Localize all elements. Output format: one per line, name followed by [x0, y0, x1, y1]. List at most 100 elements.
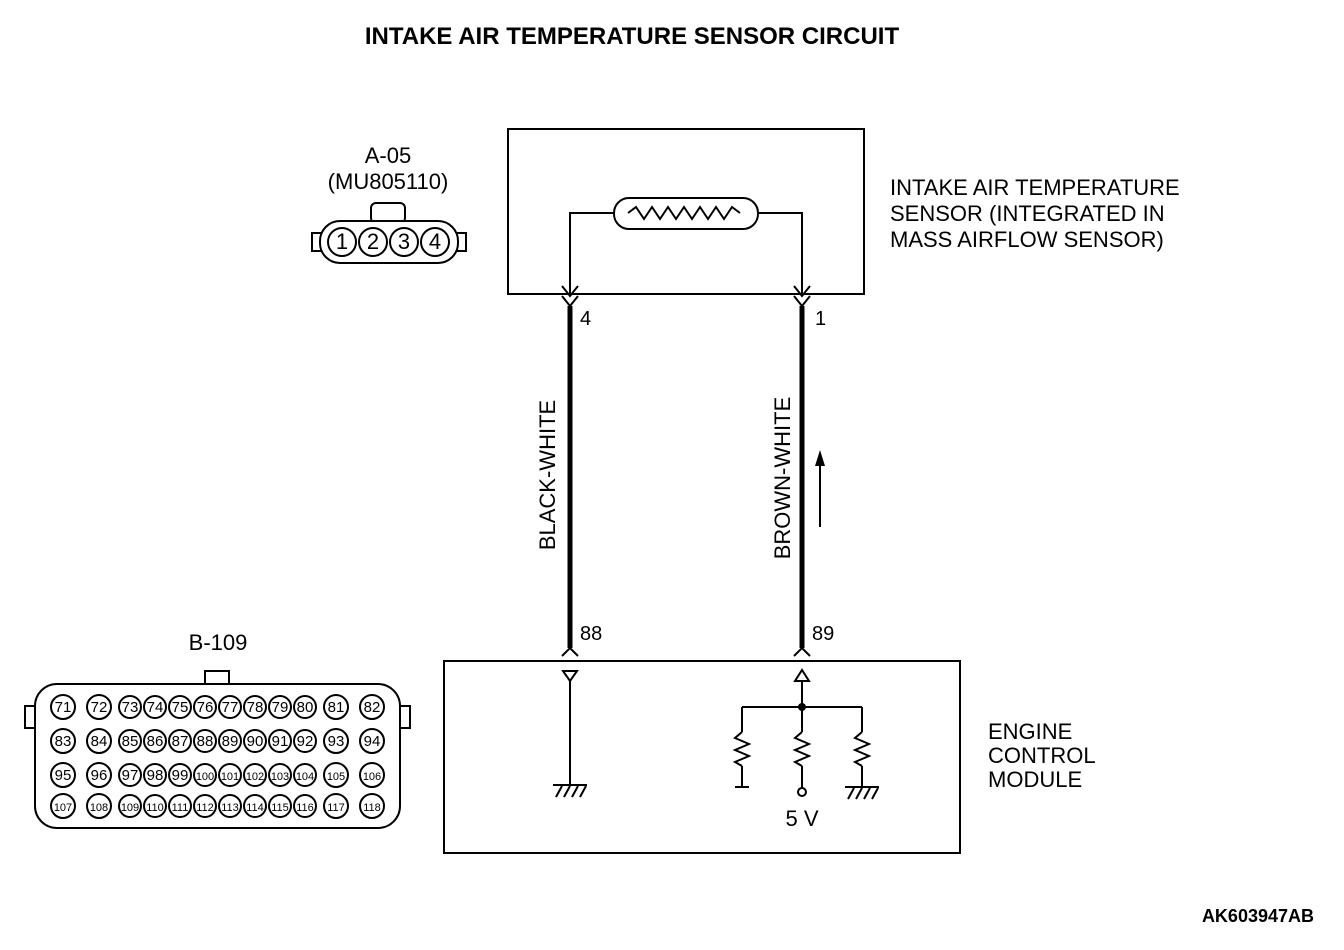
- b109-pin-label: 105: [327, 771, 345, 783]
- b109-pin-label: 76: [197, 699, 214, 716]
- b109-pin-circle: [359, 793, 385, 819]
- b109-pin-label: 115: [271, 802, 289, 814]
- a05-connector-part: (MU805110): [328, 169, 449, 194]
- ecm-pin-right: 89: [812, 623, 834, 645]
- b109-pin-circle: [143, 763, 167, 787]
- diagram-title: INTAKE AIR TEMPERATURE SENSOR CIRCUIT: [365, 23, 900, 50]
- b109-pin-label: 96: [91, 767, 108, 784]
- b109-pin-label: 110: [146, 802, 164, 814]
- b109-pin-circle: [268, 695, 292, 719]
- signal-direction-arrow-icon: [815, 450, 825, 527]
- b109-pin-circle: [359, 762, 385, 788]
- b109-pin-label: 74: [147, 699, 164, 716]
- ground-symbol-icon: [553, 784, 587, 798]
- b109-pin-label: 109: [121, 802, 139, 814]
- b109-pin-circle: [268, 763, 292, 787]
- b109-pin-label: 89: [222, 733, 239, 750]
- wire-label-left: BLACK-WHITE: [535, 400, 560, 550]
- b109-pin-label: 93: [328, 733, 345, 750]
- document-code: AK603947AB: [1202, 906, 1314, 926]
- a05-pin-circle: [358, 227, 388, 257]
- sensor-box: [507, 128, 865, 308]
- b109-pin-circle: [268, 729, 292, 753]
- b109-pin-label: 104: [296, 771, 314, 783]
- b109-pin-circle: [243, 695, 267, 719]
- b109-pin-circle: [293, 729, 317, 753]
- b109-pin-circle: [218, 763, 242, 787]
- b109-pin-label: 72: [91, 699, 108, 716]
- a05-pin-circle: [327, 227, 357, 257]
- resistor-zigzag: [627, 205, 741, 221]
- b109-pin-circle: [243, 729, 267, 753]
- ecm-name: ENGINE CONTROL MODULE: [988, 719, 1101, 792]
- b109-pin-label: 101: [221, 771, 239, 783]
- b109-pin-label: 77: [222, 699, 239, 716]
- a05-pin-label: 2: [367, 229, 379, 254]
- b109-pin-circle: [168, 763, 192, 787]
- b109-pin-label: 116: [296, 802, 314, 814]
- b109-pin-label: 112: [196, 802, 214, 814]
- b109-pin-circle: [86, 793, 112, 819]
- b109-pin-label: 73: [122, 699, 139, 716]
- b109-pin-label: 118: [363, 802, 381, 814]
- b109-pin-label: 84: [91, 733, 108, 750]
- sensor-pin-right: 1: [815, 308, 826, 330]
- b109-pin-circle: [50, 694, 76, 720]
- b109-pin-circle: [359, 728, 385, 754]
- b109-pin-circle: [118, 729, 142, 753]
- b109-pin-circle: [86, 762, 112, 788]
- b109-pin-label: 87: [172, 733, 189, 750]
- ecm-pin-left: 88: [580, 623, 602, 645]
- b109-pin-circle: [143, 695, 167, 719]
- b109-pin-circle: [293, 794, 317, 818]
- b109-pin-circle: [243, 794, 267, 818]
- b109-pin-label: 78: [247, 699, 264, 716]
- b109-pin-label: 81: [328, 699, 345, 716]
- a05-pin-label: 1: [336, 229, 348, 254]
- b109-pin-label: 95: [55, 767, 72, 784]
- a05-pin-circle: [420, 227, 450, 257]
- b109-pin-label: 99: [172, 767, 189, 784]
- ecm-box: [443, 646, 961, 854]
- b109-pin-label: 86: [147, 733, 164, 750]
- b109-pin-label: 111: [172, 802, 189, 814]
- b109-pin-label: 102: [246, 771, 264, 783]
- b109-pin-label: 71: [55, 699, 72, 716]
- b109-pin-label: 97: [122, 767, 139, 784]
- b109-pin-circle: [118, 695, 142, 719]
- b109-pin-circle: [218, 695, 242, 719]
- b109-pin-circle: [86, 694, 112, 720]
- wire-label-right: BROWN-WHITE: [770, 397, 795, 560]
- b109-pin-label: 80: [297, 699, 314, 716]
- b109-pin-label: 85: [122, 733, 139, 750]
- a05-pin-label: 4: [429, 229, 441, 254]
- b109-pin-label: 98: [147, 767, 164, 784]
- b109-pin-label: 106: [363, 771, 381, 783]
- b109-pin-label: 100: [196, 771, 214, 783]
- b109-pin-circle: [243, 763, 267, 787]
- b109-pin-label: 117: [327, 802, 345, 814]
- b109-pin-circle: [218, 794, 242, 818]
- b109-pin-label: 79: [272, 699, 289, 716]
- b109-connector-id: B-109: [189, 630, 248, 655]
- b109-pin-circle: [323, 762, 349, 788]
- b109-pin-label: 107: [54, 802, 72, 814]
- b109-pin-circle: [323, 728, 349, 754]
- b109-pin-circle: [359, 694, 385, 720]
- b109-pin-label: 94: [364, 733, 381, 750]
- b109-pin-circle: [86, 728, 112, 754]
- b109-pin-circle: [218, 729, 242, 753]
- b109-pin-label: 91: [272, 733, 289, 750]
- sensor-pin-left: 4: [580, 308, 591, 330]
- b109-pin-label: 114: [246, 802, 264, 814]
- a05-connector-id: A-05: [365, 143, 411, 168]
- b109-pin-label: 113: [221, 802, 239, 814]
- b109-pin-label: 83: [55, 733, 72, 750]
- b109-pin-circle: [293, 695, 317, 719]
- b109-pin-circle: [118, 794, 142, 818]
- b109-pin-label: 92: [297, 733, 314, 750]
- b109-pin-circle: [118, 763, 142, 787]
- sensor-name: INTAKE AIR TEMPERATURE SENSOR (INTEGRATE…: [890, 175, 1186, 252]
